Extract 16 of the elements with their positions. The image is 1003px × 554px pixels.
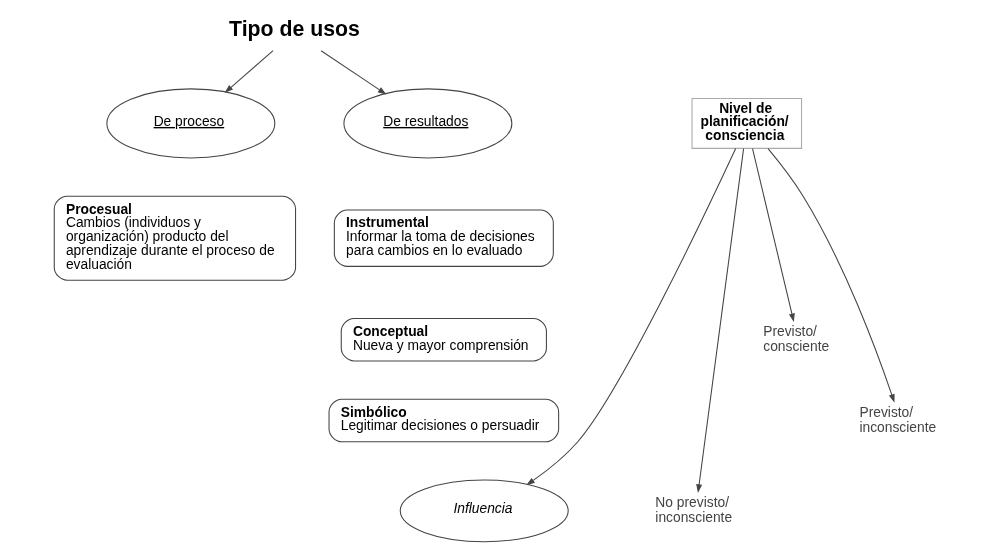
node-text: Tipo de usos <box>229 16 360 41</box>
arrow <box>696 148 745 493</box>
arrow <box>320 50 387 95</box>
arrow <box>526 148 737 486</box>
arrow <box>767 148 895 403</box>
node-text: Previsto/ inconsciente <box>859 403 937 435</box>
node-box: Instrumental Informar la toma de decisiones para cambios en lo evaluado <box>333 209 554 267</box>
node-box: Simbólico Legitimar decisiones o persuadir <box>328 398 560 443</box>
arrow <box>224 50 274 93</box>
node-ellipse: De proceso <box>106 88 276 159</box>
node-box: Conceptual Nueva y mayor comprensión <box>340 317 547 362</box>
arrow <box>752 148 795 323</box>
node-text: Previsto/ consciente <box>763 322 830 354</box>
node-box: Procesual Cambios (individuos y organización) producto del aprendizaje durante el proceso de evaluación <box>53 195 297 281</box>
node-box: Nivel de planificación/ consciencia <box>691 97 803 149</box>
node-text: No previsto/ inconsciente <box>655 494 733 525</box>
